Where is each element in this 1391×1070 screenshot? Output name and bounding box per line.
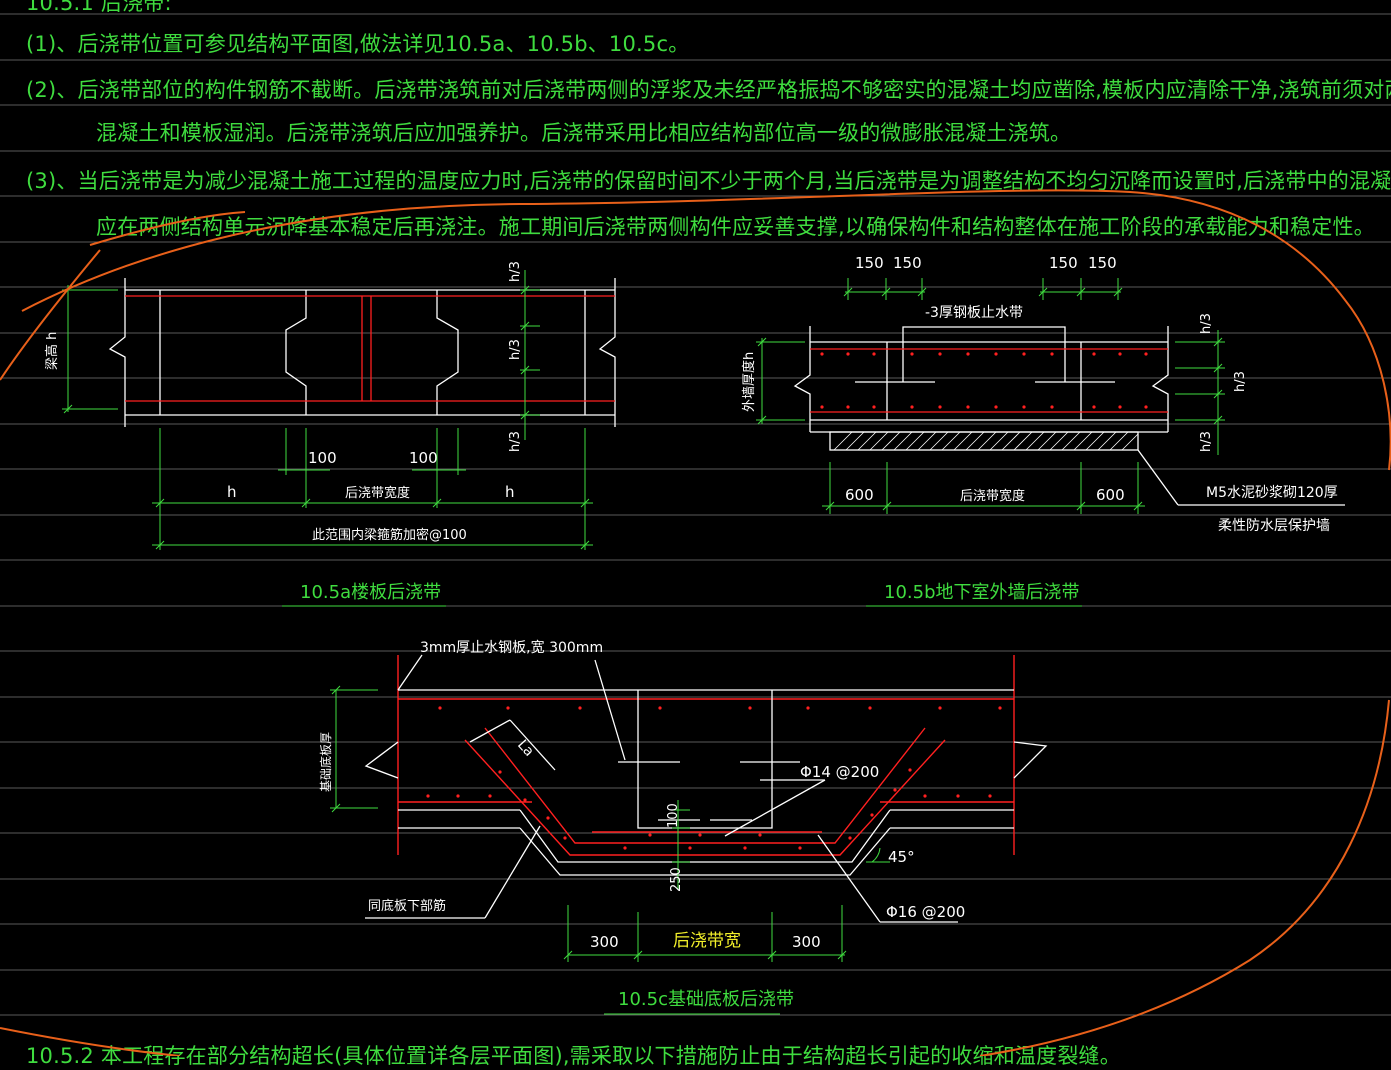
note-top-cut: 10.5.1 后浇带: <box>26 0 172 15</box>
fig-b-mortar-wall-label: M5水泥砂浆砌120厚 <box>1206 485 1338 501</box>
fig-b-h3-mid: h/3 <box>1233 371 1248 392</box>
rule-lines <box>0 13 1391 1016</box>
fig-b-dim-band-width: 后浇带宽度 <box>960 488 1025 504</box>
note-2a: (2)、后浇带部位的构件钢筋不截断。后浇带浇筑前对后浇带两侧的浮浆及未经严格振捣… <box>26 78 1391 102</box>
fig-a-dim-h-right: h <box>505 483 515 501</box>
note-3a: (3)、当后浇带是为减少混凝土施工过程的温度应力时,后浇带的保留时间不少于两个月… <box>26 169 1391 193</box>
fig-b-protect-wall-label: 柔性防水层保护墙 <box>1218 518 1330 534</box>
fig-c-steel-plate-label: 3mm厚止水钢板,宽 300mm <box>420 639 603 656</box>
fig-b-dim-150-a: 150 <box>855 254 884 272</box>
fig-b-rebar-dots <box>820 352 1148 409</box>
fig-b-dim-150-c: 150 <box>1049 254 1078 272</box>
fig-b-h3-top: h/3 <box>1199 313 1214 334</box>
fig-b-dim-600-right: 600 <box>1096 486 1125 504</box>
note-3b: 应在两侧结构单元沉降基本稳定后再浇注。施工期间后浇带两侧构件应妥善支撑,以确保构… <box>96 215 1375 239</box>
fig-c-angle-45: 45° <box>888 848 915 866</box>
fig-b-dim-600-left: 600 <box>845 486 874 504</box>
fig-a-beam-height-label: 梁高 h <box>44 332 60 370</box>
fig-a-h3-bottom: h/3 <box>508 431 523 452</box>
fig-c-dim-300-right: 300 <box>792 933 821 951</box>
fig-b-steel-plate-label: -3厚钢板止水带 <box>925 305 1023 321</box>
fig-c-anchor-length: La <box>514 737 537 760</box>
fig-c-dim-250: 250 <box>669 867 684 892</box>
fig-b-dim-150-d: 150 <box>1088 254 1117 272</box>
fig-c-slab-thickness-label: 基础底板厚 <box>318 732 333 792</box>
fig-c-rebar-16-label: Φ16 @200 <box>886 903 965 921</box>
fig-c-band-width-label: 后浇带宽 <box>673 931 741 951</box>
fig-c-foundation-slab-strip: 3mm厚止水钢板,宽 300mm 基础底板厚 La Φ14 @200 Φ16 @… <box>318 639 1048 1015</box>
note-2b: 混凝土和模板湿润。后浇带浇筑后应加强养护。后浇带采用比相应结构部位高一级的微膨胀… <box>96 121 1072 145</box>
fig-a-title: 10.5a楼板后浇带 <box>300 582 441 603</box>
fig-a-dim-100-right: 100 <box>409 449 438 467</box>
fig-a-dim-h-left: h <box>227 483 237 501</box>
orange-markup-loop <box>0 189 1391 1056</box>
fig-c-rebar-dots <box>426 706 1002 850</box>
fig-a-stirrup-note: 此范围内梁箍筋加密@100 <box>312 527 467 543</box>
note-1: (1)、后浇带位置可参见结构平面图,做法详见10.5a、10.5b、10.5c。 <box>26 32 690 56</box>
fig-b-h3-bottom: h/3 <box>1199 431 1214 452</box>
fig-c-dim-100: 100 <box>666 803 681 828</box>
fig-b-basement-wall-strip: 150 150 150 150 -3厚钢板止水带 外墙厚度h h/3 h/3 h… <box>741 254 1345 607</box>
fig-b-title: 10.5b地下室外墙后浇带 <box>884 582 1080 603</box>
fig-c-bottom-bar-note: 同底板下部筋 <box>368 898 446 914</box>
fig-a-dim-100-left: 100 <box>308 449 337 467</box>
fig-a-dim-band-width: 后浇带宽度 <box>345 485 410 501</box>
fig-c-title: 10.5c基础底板后浇带 <box>618 989 794 1010</box>
fig-a-h3-mid: h/3 <box>508 339 523 360</box>
fig-a-beam-post-pour-strip: 梁高 h h/3 h/3 h/3 100 100 h 后浇带宽度 h 此范围内梁… <box>44 261 616 607</box>
fig-a-h3-top: h/3 <box>508 261 523 282</box>
fig-b-wall-thickness-label: 外墙厚度h <box>741 352 757 412</box>
fig-b-dim-150-b: 150 <box>893 254 922 272</box>
fig-c-rebar-14-label: Φ14 @200 <box>800 763 879 781</box>
fig-c-dim-300-left: 300 <box>590 933 619 951</box>
